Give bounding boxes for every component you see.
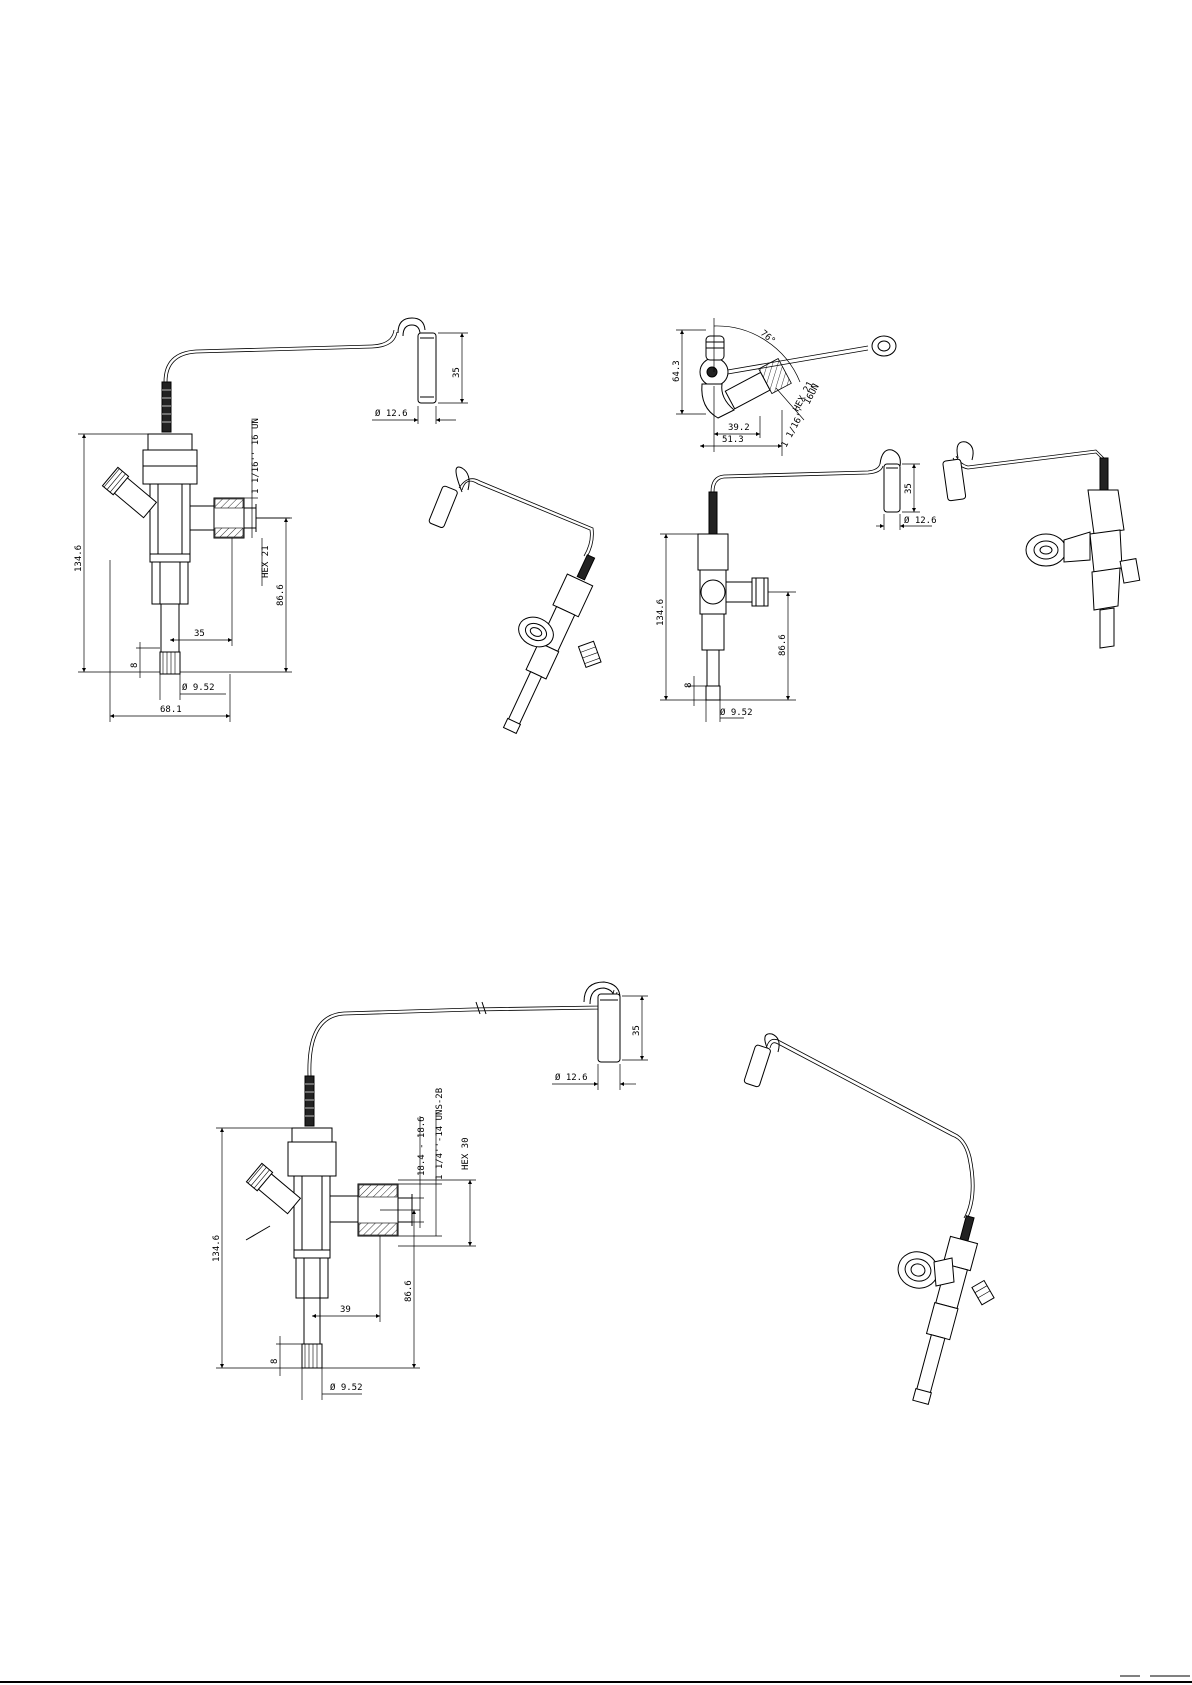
drawing1-isometric-right: [943, 442, 1140, 648]
d1-pipe-stub: 8: [130, 663, 140, 668]
d1-height-total: 134.6: [74, 545, 84, 572]
d1-side-height-outlet: 86.6: [778, 634, 788, 656]
d2-hex: HEX 30: [461, 1137, 471, 1170]
d2-bulb-length: 35: [632, 1025, 642, 1036]
d1-side-height-total: 134.6: [656, 599, 666, 626]
d1-bulb-diameter: Ø 12.6: [375, 408, 408, 419]
drawing1-top-view: 76° 64.3 39.2 51.3 HEX 21 1 1/16'' 16UN: [672, 318, 896, 456]
d2-pipe-diameter: Ø 9.52: [330, 1382, 363, 1393]
d2-pipe-stub: 8: [270, 1359, 280, 1364]
d1-side-pipe-stub: 8: [684, 683, 694, 688]
drawing1-side-view: 35 Ø 12.6 134.6 86.6 8 Ø 9: [656, 450, 937, 722]
d1-height-outlet: 86.6: [276, 584, 286, 606]
d1-offset: 35: [194, 629, 205, 639]
d1-hex: HEX 21: [261, 545, 271, 578]
d1-side-bulb-diameter: Ø 12.6: [904, 515, 937, 526]
d1-top-angle: 76°: [758, 329, 777, 347]
d1-width-total: 68.1: [160, 705, 182, 715]
d1-top-width-b: 51.3: [722, 435, 744, 445]
d1-thread-spec: 1 1/16'' 16 UN: [251, 418, 261, 494]
d1-pipe-diameter: Ø 9.52: [182, 682, 215, 693]
d1-bulb-length: 35: [452, 367, 462, 378]
drawing2-isometric-view: [744, 1034, 994, 1406]
d2-height-total: 134.6: [212, 1235, 222, 1262]
d2-bulb-diameter: Ø 12.6: [555, 1072, 588, 1083]
d2-height-outlet: 86.6: [404, 1280, 414, 1302]
sheet-footer-border: [0, 1676, 1192, 1682]
drawing1-isometric-view: [428, 467, 603, 736]
d1-top-width-a: 39.2: [728, 423, 750, 433]
d2-bore: 18.4 - 18.6: [417, 1116, 427, 1176]
d1-side-bulb-length: 35: [904, 483, 914, 494]
d2-thread: 1 1/4''-14 UNS-2B: [435, 1088, 445, 1180]
drawing1-front-view: 35 Ø 12.6: [74, 318, 468, 722]
d2-offset: 39: [340, 1305, 351, 1315]
drawing2-front-view: 35 Ø 12.6: [212, 982, 648, 1400]
d1-top-height: 64.3: [672, 360, 682, 382]
d1-side-pipe-diameter: Ø 9.52: [720, 707, 753, 718]
